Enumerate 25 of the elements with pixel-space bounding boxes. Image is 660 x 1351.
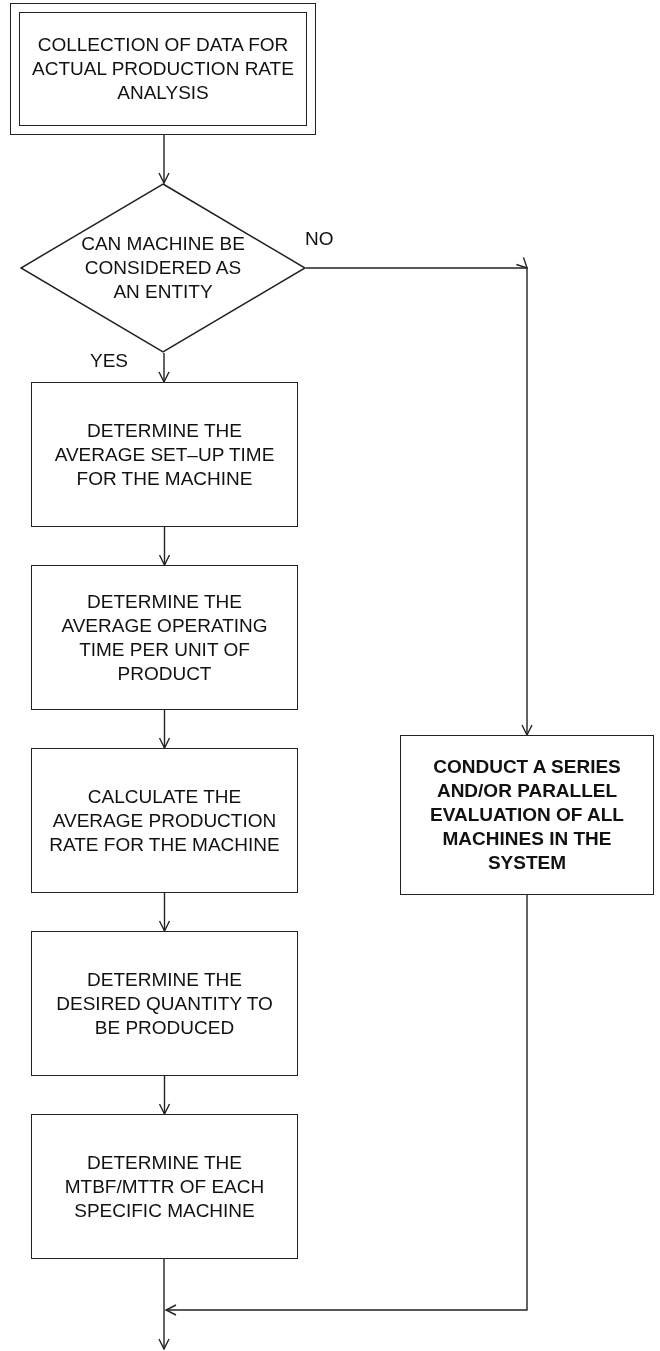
- arrow: [158, 352, 170, 383]
- node-text: CAN MACHINE BE CONSIDERED AS AN ENTITY: [80, 232, 246, 304]
- node-text: DETERMINE THE AVERAGE OPERATING TIME PER UNIT OF PRODUCT: [60, 589, 269, 686]
- arrow: [158, 1258, 170, 1350]
- process-box: [31, 1114, 298, 1259]
- process-box: [400, 735, 654, 895]
- arrow: [158, 134, 170, 184]
- decision-diamond: [20, 183, 306, 353]
- arrow: [158, 1075, 171, 1115]
- node-text: CONDUCT A SERIES AND/OR PARALLEL EVALUATION OF ALL MACHINES IN THE SYSTEM: [429, 755, 625, 875]
- start-box: [10, 3, 316, 135]
- node-text: CALCULATE THE AVERAGE PRODUCTION RATE FOR THE MACHINE: [48, 784, 281, 857]
- arrow: [165, 894, 528, 1316]
- arrow: [158, 709, 171, 749]
- process-box: [31, 565, 298, 710]
- process-box: [31, 931, 298, 1076]
- node-text: COLLECTION OF DATA FOR ACTUAL PRODUCTION RATE ANALYSIS: [31, 33, 295, 105]
- node-text: DETERMINE THE AVERAGE SET–UP TIME FOR THE MACHINE: [53, 418, 276, 491]
- arrow: [305, 257, 533, 736]
- arrow: [158, 526, 171, 566]
- node-text: DETERMINE THE MTBF/MTTR OF EACH SPECIFIC MACHINE: [63, 1150, 266, 1223]
- node-text: DETERMINE THE DESIRED QUANTITY TO BE PRODUCED: [55, 967, 274, 1040]
- process-box: [31, 382, 298, 527]
- arrow: [158, 892, 171, 932]
- process-box: [31, 748, 298, 893]
